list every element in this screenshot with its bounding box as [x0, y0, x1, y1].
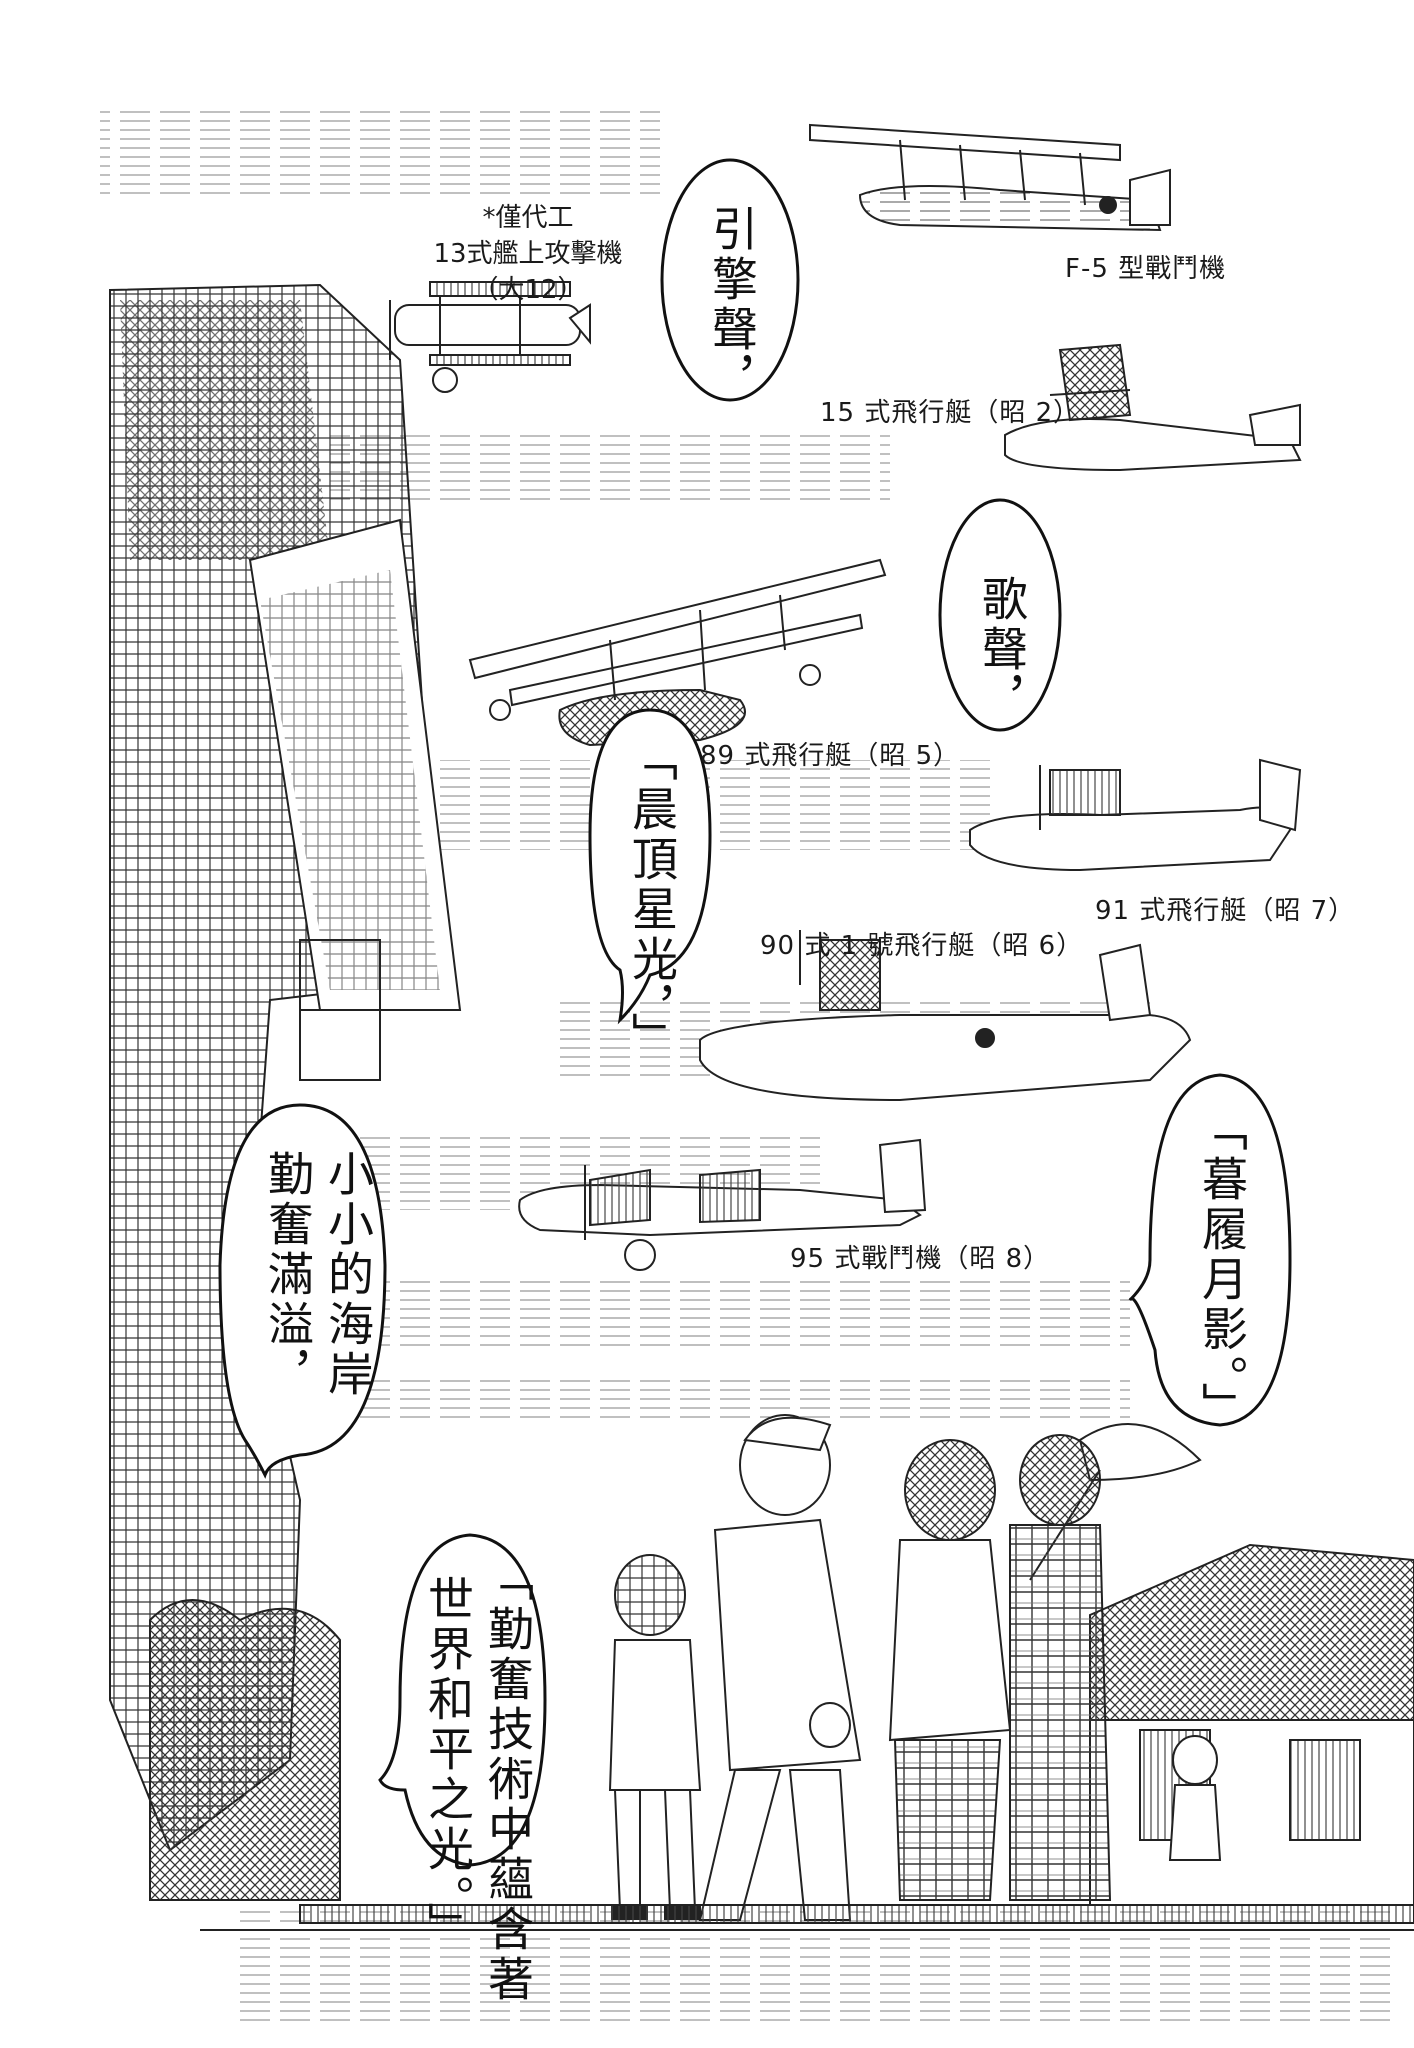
speech-evening-moon: 「暮履月影。」 — [1195, 1105, 1249, 1432]
people-group — [608, 1414, 1222, 1921]
speech-coast-line2: 勤奮滿溢， — [261, 1150, 315, 1400]
speech-peace-line1: 「勤奮技術中蘊含著 — [481, 1555, 535, 2005]
plane-type15 — [1004, 343, 1302, 472]
caption-type95: 95 式戰鬥機（昭 8） — [790, 1244, 1051, 1274]
caption-type13-name: 13式艦上攻擊機 — [433, 239, 623, 269]
speech-morning-star: 「晨頂星光，」 — [625, 735, 679, 1062]
caption-type89: 89 式飛行艇（昭 5） — [700, 741, 961, 771]
speech-balloons — [218, 158, 1292, 1867]
caption-type15: 15 式飛行艇（昭 2） — [820, 398, 1081, 428]
caption-type13-year: （大12） — [472, 275, 584, 305]
caption-type90: 90 式 1 號飛行艇（昭 6） — [760, 931, 1084, 961]
plane-type13 — [389, 281, 591, 393]
plane-f5 — [809, 123, 1171, 232]
plane-type95 — [518, 1138, 927, 1271]
speech-engine-sound: 引擎聲， — [705, 205, 759, 405]
caption-type13-note: *僅代工 — [482, 203, 574, 233]
speech-singing: 歌聲， — [975, 575, 1029, 725]
plane-type91 — [969, 758, 1302, 872]
plane-type90 — [699, 930, 1192, 1102]
tree — [149, 1599, 341, 1901]
caption-f5: F-5 型戰鬥機 — [1065, 254, 1227, 284]
ground-fence — [200, 1904, 1414, 1931]
caption-type91: 91 式飛行艇（昭 7） — [1095, 896, 1356, 926]
speech-coast-line1: 小小的海岸 — [321, 1150, 375, 1400]
house — [1089, 1543, 1414, 1906]
caption-type13: *僅代工 13式艦上攻擊機 （大12） — [418, 200, 638, 308]
speech-peace-line2: 世界和平之光。」 — [421, 1575, 475, 1952]
building-wall — [109, 283, 462, 1852]
